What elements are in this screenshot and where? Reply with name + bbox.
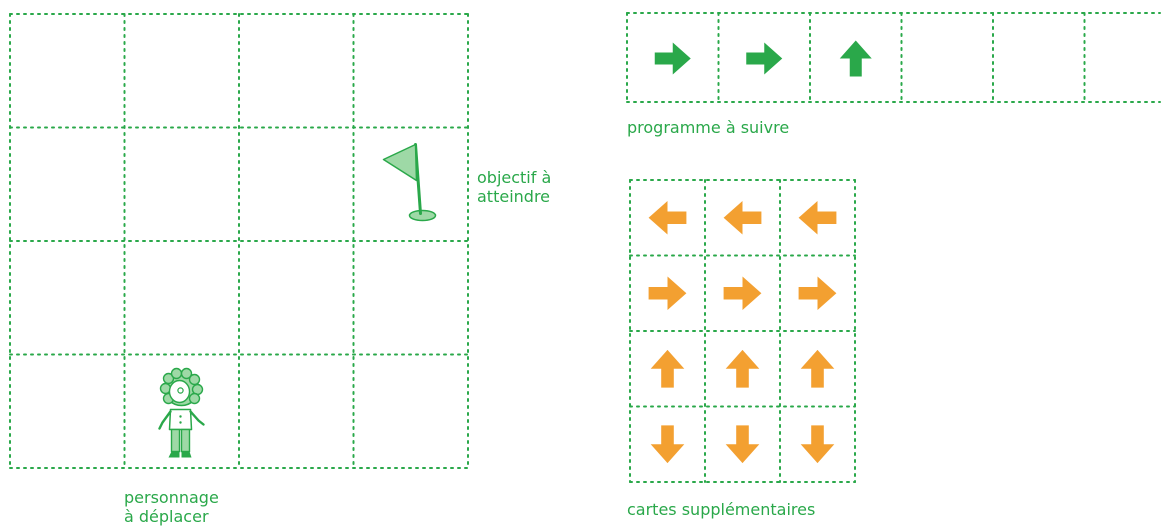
left-arrow-icon	[648, 200, 687, 235]
goal-label: objectif à atteindre	[477, 168, 551, 206]
left-arrow-icon	[723, 200, 762, 235]
goal-label-line2: atteindre	[477, 187, 551, 206]
character-label: personnage à déplacer	[124, 488, 219, 526]
character-icon	[158, 367, 205, 458]
program-label: programme à suivre	[627, 118, 790, 137]
extra-cards-grid	[629, 179, 856, 483]
up-arrow-icon	[725, 349, 760, 388]
program-strip	[626, 12, 1161, 103]
right-arrow-icon	[648, 276, 687, 311]
character-label-line1: personnage	[124, 488, 219, 507]
goal-label-line1: objectif à	[477, 168, 552, 187]
flag-icon	[382, 143, 437, 222]
character-label-line2: à déplacer	[124, 507, 209, 526]
right-arrow-icon	[723, 276, 762, 311]
extra-cards-label: cartes supplémentaires	[627, 500, 816, 519]
right-arrow-icon	[798, 276, 837, 311]
right-arrow-icon	[746, 42, 783, 75]
down-arrow-icon	[800, 425, 835, 464]
game-board	[9, 13, 469, 469]
right-arrow-icon	[654, 42, 691, 75]
board-pieces	[158, 143, 437, 458]
up-arrow-icon	[839, 40, 872, 77]
down-arrow-icon	[725, 425, 760, 464]
left-arrow-icon	[798, 200, 837, 235]
up-arrow-icon	[650, 349, 685, 388]
up-arrow-icon	[800, 349, 835, 388]
down-arrow-icon	[650, 425, 685, 464]
